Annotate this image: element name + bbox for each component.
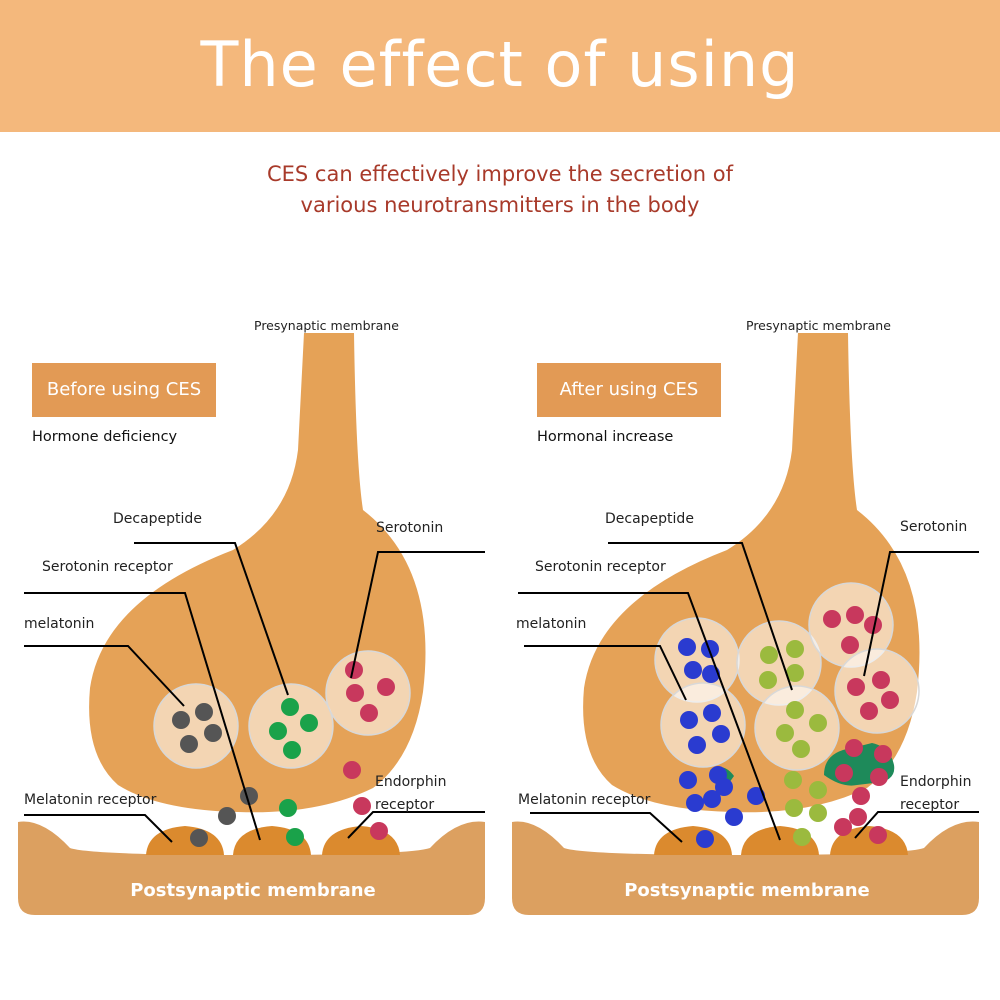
serotonin-label: Serotonin <box>376 520 444 536</box>
leader-lines <box>24 542 485 843</box>
after-synapse-diagram <box>512 333 979 915</box>
serotonin-receptor-label: Serotonin receptor <box>535 559 666 575</box>
endorphin-receptor <box>322 826 400 855</box>
vesicle <box>325 650 411 736</box>
postsynaptic-membrane <box>512 821 979 915</box>
header-banner: The effect of using <box>0 0 1000 132</box>
presynaptic-membrane-label: Presynaptic membrane <box>746 318 891 333</box>
presynaptic-membrane-label: Presynaptic membrane <box>254 318 399 333</box>
decapeptide-molecules <box>759 640 827 846</box>
hormone-state-label: Hormone deficiency <box>32 429 178 445</box>
before-ces-panel: Presynaptic membrane Before using CES Ho… <box>18 300 488 920</box>
melatonin-receptor-label: Melatonin receptor <box>518 792 651 808</box>
postsynaptic-membrane <box>18 821 485 915</box>
melatonin-receptor-label: Melatonin receptor <box>24 792 157 808</box>
endorphin-receptor-label: receptor <box>375 797 435 813</box>
melatonin-label: melatonin <box>24 616 95 632</box>
before-ces-badge: Before using CES <box>32 363 216 417</box>
vesicle <box>153 683 239 769</box>
serotonin-molecules <box>343 661 395 840</box>
serotonin-receptor-label: Serotonin receptor <box>42 559 173 575</box>
melatonin-molecules <box>678 638 765 848</box>
serotonin-molecules <box>823 606 899 844</box>
melatonin-label: melatonin <box>516 616 587 632</box>
endorphin-receptor-label: receptor <box>900 797 960 813</box>
postsynaptic-membrane-label: Postsynaptic membrane <box>130 880 376 901</box>
decapeptide-label: Decapeptide <box>113 511 202 527</box>
after-ces-badge: After using CES <box>537 363 721 417</box>
subtitle-line-1: CES can effectively improve the secretio… <box>267 162 733 186</box>
postsynaptic-membrane-label: Postsynaptic membrane <box>624 880 870 901</box>
endorphin-receptor <box>830 826 908 855</box>
decapeptide-label: Decapeptide <box>605 511 694 527</box>
melatonin-receptor <box>654 826 732 855</box>
hormone-state-label: Hormonal increase <box>537 429 674 445</box>
leader-lines <box>518 542 979 843</box>
melatonin-molecules <box>172 703 258 847</box>
endorphin-label: Endorphin <box>375 774 447 790</box>
endorphin-label: Endorphin <box>900 774 972 790</box>
before-synapse-diagram <box>18 333 485 915</box>
melatonin-receptor <box>146 826 224 855</box>
decapeptide-molecules <box>269 698 318 846</box>
page-title: The effect of using <box>200 28 800 101</box>
subtitle-line-2: various neurotransmitters in the body <box>300 193 700 217</box>
vesicle <box>248 683 334 769</box>
serotonin-label: Serotonin <box>900 519 968 535</box>
after-ces-panel: Presynaptic membrane After using CES Hor… <box>512 300 982 920</box>
